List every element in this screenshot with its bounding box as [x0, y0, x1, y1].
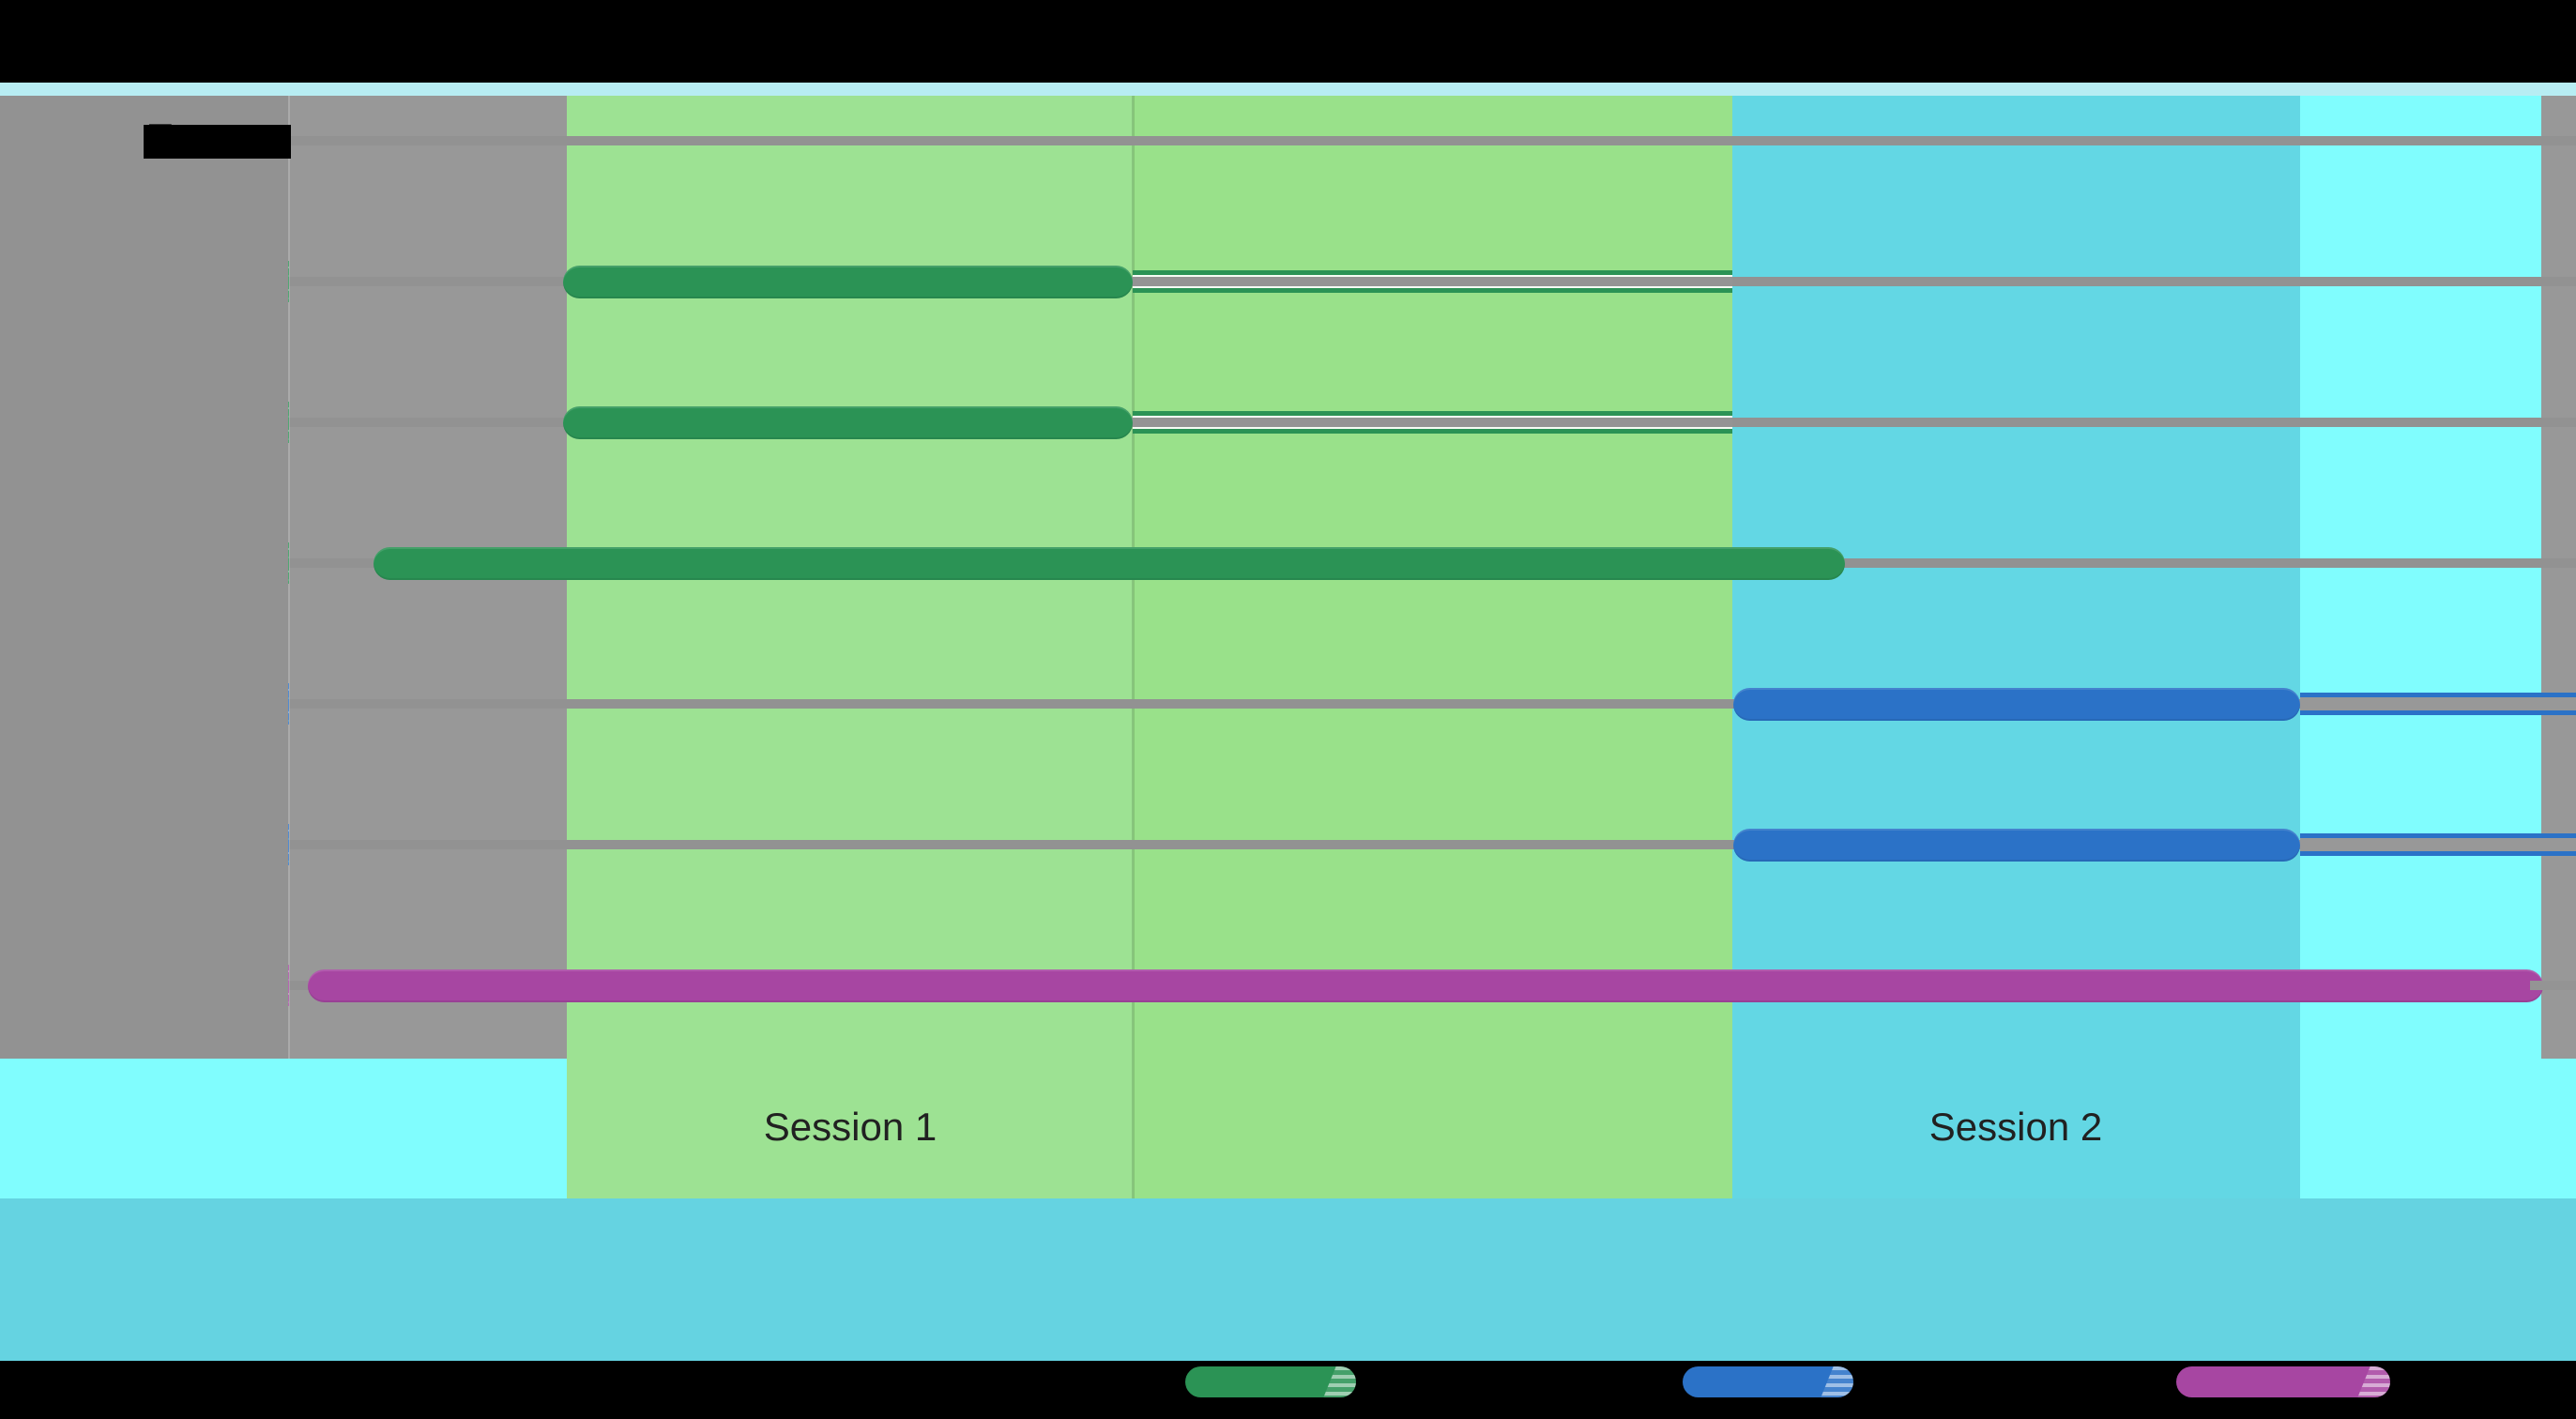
- legend-swatch-glitch-streak: [2357, 1366, 2390, 1397]
- task-bar-DataSet-B2: [1733, 828, 2300, 862]
- task-bar-DataSet-A1: [563, 265, 1133, 298]
- task-bar-DataSet-A2: [563, 405, 1133, 439]
- session-1-label: Session 1: [763, 1105, 937, 1149]
- task-bar-DataSet-C1: [308, 969, 2543, 1002]
- session-2-label: Session 2: [1928, 1105, 2103, 1149]
- top-black-banner: [0, 0, 2576, 83]
- legend-swatch-glitch-streak: [1323, 1366, 1356, 1397]
- gridline-over-bar-notch: [2530, 981, 2576, 990]
- task-bar-DataSet-B1: [1733, 687, 2300, 721]
- legend-swatch-glitch-streak: [1821, 1366, 1853, 1397]
- gridline-row-0: [288, 136, 2576, 145]
- gridline-row-5: [288, 840, 2576, 849]
- legend-swatch-2[interactable]: [1683, 1366, 1853, 1397]
- below-plot-cyan-patch-1: [0, 1059, 567, 1198]
- session-band-seam: [1132, 96, 1135, 1198]
- task-bar-extension-DataSet-B2: [2300, 833, 2576, 856]
- gridline-row-4: [288, 699, 2576, 709]
- legend-swatch-3[interactable]: [2176, 1366, 2390, 1397]
- y-axis-line: [288, 96, 290, 1059]
- legend-swatch-1[interactable]: [1185, 1366, 1356, 1397]
- paper-top-strip: [0, 83, 2576, 96]
- task-bar-extension-DataSet-B1: [2300, 693, 2576, 715]
- axis-label-gutter: [0, 96, 288, 1059]
- task-bar-extension-DataSet-A1: [1133, 270, 1732, 293]
- task-bar-extension-DataSet-A2: [1133, 411, 1732, 434]
- paper-bottom-teal-band: [0, 1198, 2576, 1361]
- task-bar-DataSet-A3: [373, 546, 1845, 580]
- below-plot-cyan-patch-2: [2541, 1059, 2576, 1198]
- redaction-box-axis-header: [144, 125, 291, 159]
